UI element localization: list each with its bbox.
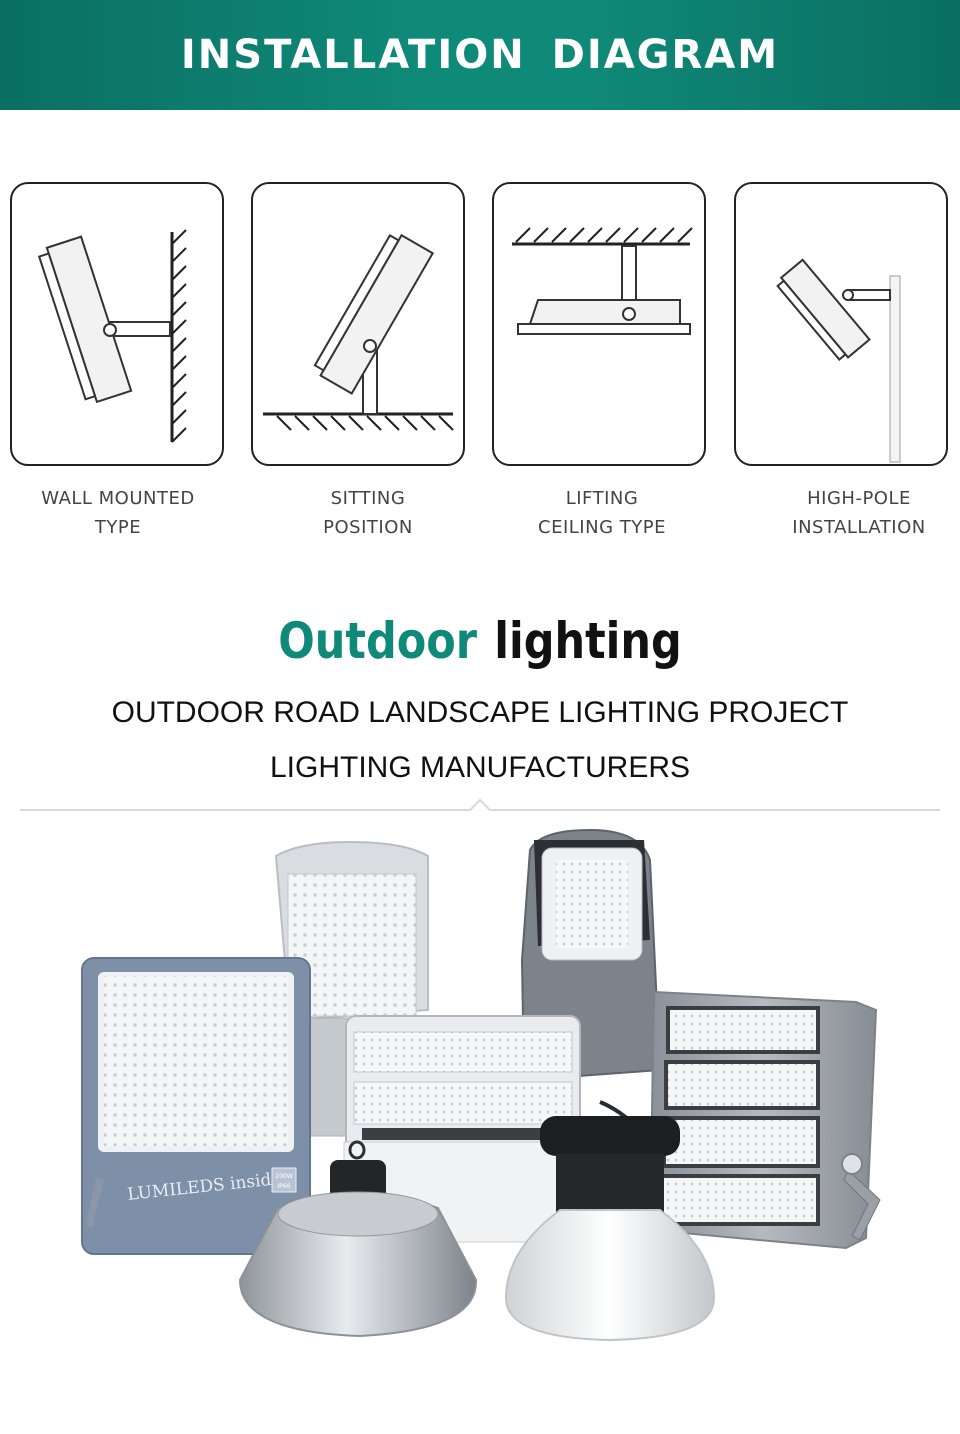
title-lighting: lighting [494, 612, 682, 670]
pole-mount-icon [776, 258, 901, 463]
section-subtitle-line2: LIGHTING MANUFACTURERS [269, 751, 691, 784]
ceiling-mount-icon [512, 227, 693, 335]
sitting-position-diagram [251, 182, 465, 466]
product-collage: LUMILEDS inside 200W IP66 [81, 828, 881, 1342]
sitting-mount-icon [263, 233, 454, 431]
section-subtitle-line1: OUTDOOR ROAD LANDSCAPE LIGHTING PROJECT [111, 696, 849, 729]
wall-mounted-diagram [10, 182, 224, 466]
flood-light-product: LUMILEDS inside 200W IP66 [81, 957, 311, 1255]
page-title: INSTALLATION DIAGRAM [180, 32, 780, 78]
wall-mount-icon [37, 229, 187, 443]
header-banner [0, 0, 960, 110]
silver-highbay-product [238, 1140, 478, 1338]
section-title: Outdoor lighting [67, 612, 893, 670]
badge-bottom: IP66 [277, 1183, 290, 1190]
title-outdoor: Outdoor [278, 612, 478, 670]
module-flood-light-product [648, 990, 881, 1250]
divider-caret [468, 798, 492, 822]
high-pole-diagram [734, 182, 948, 466]
spec-badge [271, 1167, 297, 1193]
lifting-ceiling-diagram [492, 182, 706, 466]
badge-top: 200W [275, 1173, 292, 1180]
white-highbay-product [504, 1100, 716, 1342]
